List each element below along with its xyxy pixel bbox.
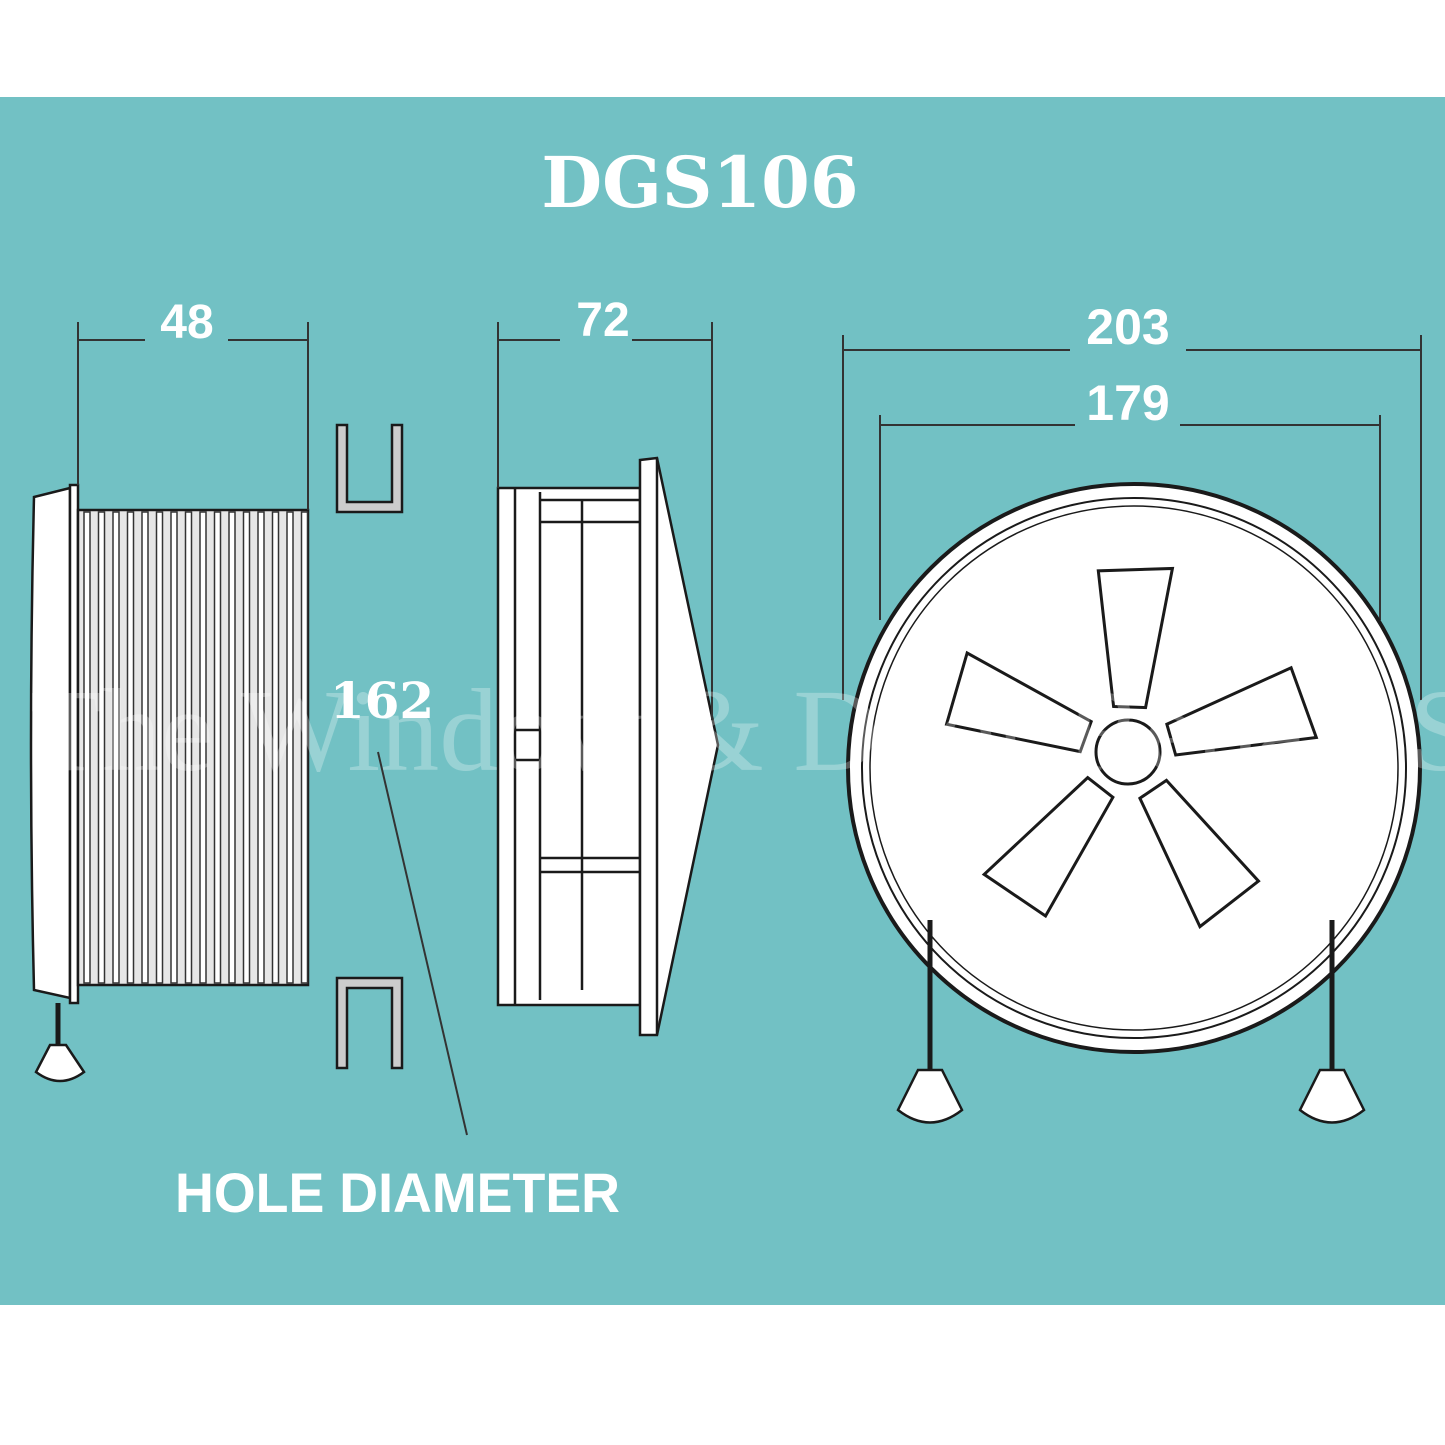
hub [1094, 718, 1162, 786]
dimension-48 [77, 322, 309, 510]
sleeve-rib [155, 511, 164, 984]
fan-blade [1096, 566, 1175, 710]
pull-knob [34, 1043, 86, 1083]
dimension-72-label: 72 [576, 294, 629, 347]
pull-knob-left [896, 1068, 964, 1124]
sleeve-ribs [83, 511, 309, 984]
fan-blade [981, 775, 1115, 919]
sleeve-rib [83, 511, 91, 984]
dimension-179 [879, 415, 1381, 620]
sleeve-rib [112, 511, 120, 984]
profile-flange [638, 456, 720, 1037]
sleeve-rib [228, 511, 236, 984]
pull-knob-right [1298, 1068, 1366, 1124]
wall-section-bottom [335, 976, 404, 1070]
dimension-48-label: 48 [160, 296, 213, 349]
sleeve-rib [300, 511, 309, 984]
sleeve-rib [141, 511, 149, 984]
sleeve-rib [199, 511, 207, 984]
fan-blades [944, 566, 1319, 929]
sleeve-rib [242, 511, 251, 984]
vent-cover-side [29, 486, 72, 1000]
fan-blade [944, 650, 1094, 754]
sleeve-rib [126, 511, 135, 984]
wall-section-top [335, 423, 404, 514]
dimension-203 [842, 335, 1422, 700]
sleeve-rib [213, 511, 222, 984]
fan-blade [1137, 778, 1261, 929]
product-title: DGS106 [541, 141, 858, 224]
hole-diameter-value: 162 [330, 671, 434, 730]
watermark: The Window & Door Repair Shop [30, 665, 1445, 796]
sleeve-rib [97, 511, 106, 984]
sleeve-rib [271, 511, 280, 984]
fan-blade [1165, 665, 1319, 757]
front-view [846, 482, 1422, 1124]
sleeve-rib [170, 511, 178, 984]
dimension-72 [497, 322, 713, 720]
sleeve-rib [257, 511, 265, 984]
dimension-179-label: 179 [1086, 375, 1169, 431]
dimension-203-label: 203 [1086, 299, 1169, 355]
profile-view [496, 456, 720, 1037]
hole-diameter-label: HOLE DIAMETER [175, 1161, 620, 1224]
hole-diameter-leader [377, 751, 468, 1136]
side-view [29, 423, 404, 1083]
sleeve-rib [286, 511, 294, 984]
sleeve-rib [184, 511, 193, 984]
profile-body [496, 486, 642, 1007]
